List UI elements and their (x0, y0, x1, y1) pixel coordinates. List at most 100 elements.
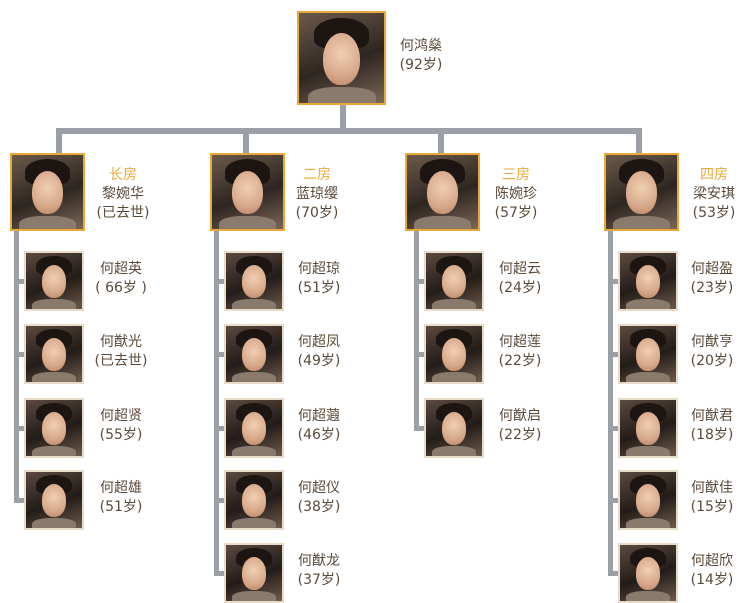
photo-face (635, 412, 661, 445)
photo-face (241, 484, 267, 517)
child-connector (414, 279, 424, 284)
child-age: (15岁) (690, 499, 734, 515)
child-age: (已去世) (94, 353, 148, 369)
connector-drop-1 (56, 128, 62, 154)
child-connector (608, 279, 618, 284)
child-label: 何超蕸(46岁) (287, 407, 351, 445)
child-connector (608, 352, 618, 357)
photo-face (441, 412, 467, 445)
child-connector (14, 426, 24, 431)
child-label: 何猷亨(20岁) (680, 333, 741, 371)
child-label: 何猷光(已去世) (89, 333, 153, 371)
wife-4-spine (608, 228, 613, 575)
child-name: 何超欣 (691, 553, 733, 569)
child-name: 何超蕸 (298, 408, 340, 424)
child-age: (24岁) (498, 280, 542, 296)
photo-face (635, 338, 661, 371)
child-connector (214, 571, 224, 576)
photo-shirt (431, 298, 477, 309)
child-label: 何猷佳(15岁) (680, 479, 741, 517)
wife-4-photo (604, 153, 679, 231)
photo-shirt (31, 517, 77, 528)
child-label: 何猷君 (18岁) (680, 407, 741, 445)
child-connector (608, 426, 618, 431)
child-name: 何猷亨 (691, 334, 733, 350)
patriarch-photo (297, 11, 386, 105)
photo-shirt (625, 371, 671, 382)
child-name: 何猷启 (499, 408, 541, 424)
wife-3-label: 三房陈婉珍(57岁) (487, 166, 545, 223)
photo-face (41, 484, 67, 517)
child-name: 何猷君 (691, 408, 733, 424)
child-age: (22岁) (498, 427, 542, 443)
child-name: 何超盈 (691, 261, 733, 277)
patriarch-label: 何鸿燊 (92岁) (386, 37, 456, 75)
connector-drop-2 (243, 128, 249, 154)
wife-3-spine (414, 228, 419, 430)
child-connector (214, 498, 224, 503)
photo-face (441, 265, 467, 298)
child-connector (214, 279, 224, 284)
child-age: (37岁) (297, 572, 341, 588)
photo-shirt (231, 298, 277, 309)
wife-2-spine (214, 228, 219, 575)
wife-1-spine (14, 228, 19, 502)
photo-face (231, 171, 264, 215)
wife-1-label: 长房黎婉华(已去世) (94, 166, 152, 223)
child-name: 何猷龙 (298, 553, 340, 569)
child-connector (14, 498, 24, 503)
child-label: 何超琼(51岁) (287, 260, 351, 298)
wife-age: (已去世) (96, 205, 150, 221)
child-age: (49岁) (297, 353, 341, 369)
child-photo (618, 324, 678, 384)
child-photo (618, 470, 678, 530)
child-connector (608, 498, 618, 503)
wife-3-photo (405, 153, 480, 231)
wife-tag: 二房 (303, 167, 331, 183)
photo-face (426, 171, 459, 215)
child-connector (214, 352, 224, 357)
wife-1-photo (10, 153, 85, 231)
photo-shirt (219, 215, 276, 229)
child-photo (618, 251, 678, 311)
child-age: (22岁) (498, 353, 542, 369)
child-photo (224, 398, 284, 458)
child-name: 何超凤 (298, 334, 340, 350)
child-age: (18岁) (690, 427, 734, 443)
photo-face (241, 338, 267, 371)
child-age: (38岁) (297, 499, 341, 515)
photo-shirt (231, 371, 277, 382)
child-age: (14岁) (690, 572, 734, 588)
wife-name: 蓝琼缨 (296, 186, 338, 202)
child-label: 何超云(24岁) (488, 260, 552, 298)
child-name: 何超英 (100, 261, 142, 277)
child-age: (55岁) (99, 427, 143, 443)
child-age: ( 66岁 ) (95, 280, 147, 296)
wife-age: (53岁) (692, 205, 736, 221)
patriarch-name: 何鸿燊 (400, 38, 442, 54)
photo-face (635, 484, 661, 517)
photo-shirt (31, 371, 77, 382)
photo-shirt (613, 215, 670, 229)
connector-drop-3 (438, 128, 444, 154)
photo-shirt (231, 517, 277, 528)
child-connector (14, 352, 24, 357)
photo-shirt (431, 445, 477, 456)
wife-age: (70岁) (295, 205, 339, 221)
photo-shirt (231, 590, 277, 601)
photo-face (41, 265, 67, 298)
child-photo (224, 470, 284, 530)
child-photo (424, 398, 484, 458)
child-photo (424, 251, 484, 311)
child-label: 何超仪(38岁) (287, 479, 351, 517)
patriarch-age: (92岁) (399, 57, 443, 73)
child-photo (224, 251, 284, 311)
child-connector (608, 571, 618, 576)
child-photo (24, 324, 84, 384)
child-photo (224, 543, 284, 603)
child-label: 何超凤 (49岁) (287, 333, 351, 371)
photo-face (31, 171, 64, 215)
photo-face (241, 412, 267, 445)
child-photo (424, 324, 484, 384)
photo-face (625, 171, 658, 215)
